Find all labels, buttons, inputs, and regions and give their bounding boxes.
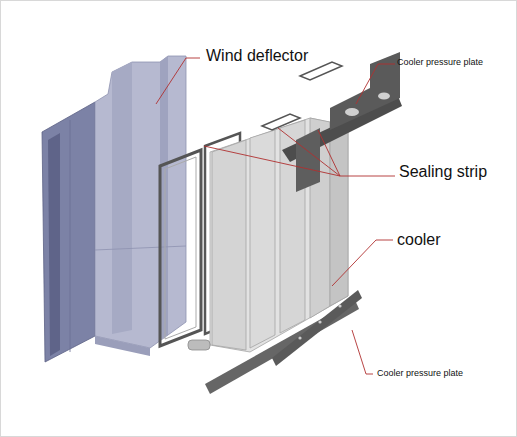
top-pressure-plate [262, 52, 402, 192]
leader-line [352, 330, 373, 374]
plate-hole [378, 93, 390, 100]
part-label: Cooler pressure plate [377, 369, 463, 379]
cooler-pipe [188, 340, 210, 350]
pressure-plate-bracket [330, 52, 400, 130]
plate-hole [318, 320, 321, 323]
cooler-core [250, 130, 275, 348]
leader-line [332, 240, 393, 286]
plate-hole [298, 336, 301, 339]
sealing-strip-top [300, 62, 342, 80]
deflector-front-face [95, 56, 186, 348]
sealing-frame-inner [165, 157, 196, 339]
leader-line [204, 146, 395, 176]
leader-line [356, 64, 395, 104]
deflector-side-face [42, 102, 95, 362]
deflector-panel [112, 62, 132, 334]
deflector-side-shadow [48, 133, 60, 356]
deflector-edge [70, 120, 71, 352]
part-label: Sealing strip [399, 163, 487, 181]
sealing-frame [160, 150, 201, 346]
deflector-lip [95, 336, 150, 356]
leader-line [278, 128, 340, 176]
sealing-strip-top [262, 114, 300, 130]
deflector-edge [95, 246, 186, 250]
part-label: Wind deflector [206, 47, 308, 65]
leader-line [156, 58, 200, 104]
wind-deflector-part [42, 56, 186, 362]
plate-hole [338, 304, 341, 307]
part-label: Cooler pressure plate [397, 58, 483, 68]
pressure-plate-strip [272, 290, 362, 366]
leader-line [318, 130, 340, 176]
plate-hole [345, 108, 359, 116]
pressure-plate-leg [296, 128, 320, 192]
cooler-core [212, 140, 246, 350]
bottom-pressure-plate [205, 290, 362, 394]
part-label: cooler [397, 231, 441, 249]
leader-lines [156, 58, 395, 374]
